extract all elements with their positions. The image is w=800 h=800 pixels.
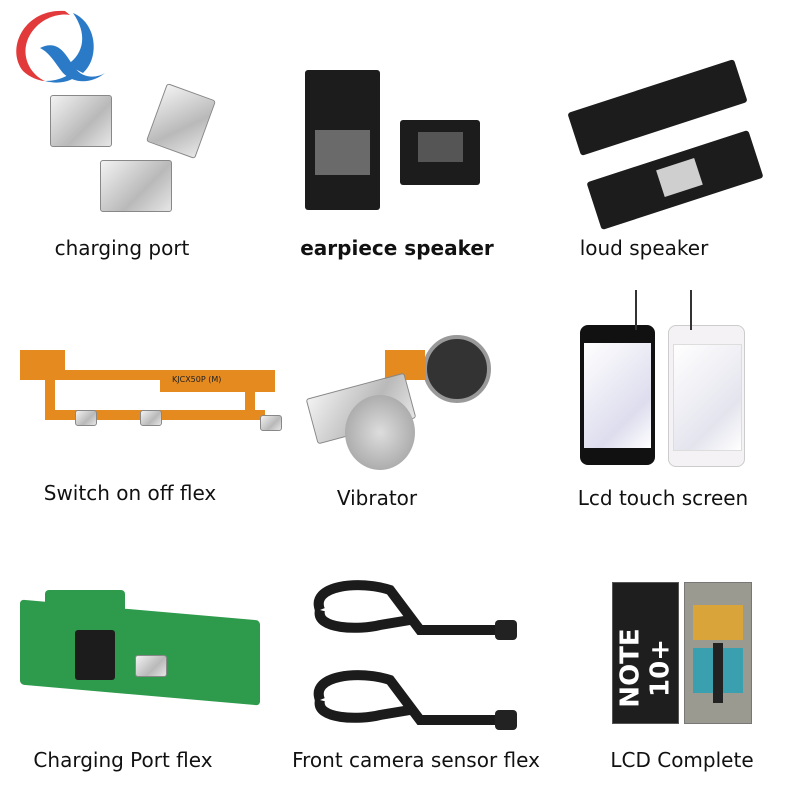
product-vibrator[interactable]	[305, 325, 491, 480]
touch-screen-white-image	[668, 325, 745, 467]
lcd-front-image: NOTE 10+	[612, 582, 679, 724]
product-label: LCD Complete	[610, 748, 754, 772]
product-earpiece-speaker[interactable]	[295, 60, 485, 220]
product-label: Vibrator	[336, 486, 418, 510]
product-camera-flex[interactable]	[300, 570, 530, 740]
charging-port-image-3	[100, 160, 172, 212]
product-lcd-complete[interactable]: NOTE 10+	[612, 580, 752, 725]
product-switch-flex[interactable]: KJCX50P (M)	[15, 340, 290, 440]
vibrator-coin-image	[423, 335, 491, 403]
flex-print: KJCX50P (M)	[160, 370, 275, 392]
vibrator-motor-image	[345, 395, 415, 470]
touch-screen-black-image	[580, 325, 655, 465]
product-label: earpiece speaker	[300, 236, 494, 260]
product-label: Lcd touch screen	[577, 486, 749, 510]
charging-port-image-2	[145, 82, 217, 160]
charging-port-image	[50, 95, 112, 147]
lcd-back-image	[684, 582, 752, 724]
product-charging-port[interactable]	[40, 82, 220, 225]
product-loud-speaker[interactable]	[560, 59, 764, 231]
earpiece-image-2	[400, 120, 480, 185]
product-label: loud speaker	[579, 236, 709, 260]
product-label: charging port	[54, 236, 190, 260]
product-label: Switch on off flex	[43, 481, 217, 505]
lcd-screen-text: NOTE 10+	[615, 628, 676, 708]
product-charging-port-flex[interactable]	[15, 585, 265, 706]
earpiece-image	[305, 70, 380, 210]
product-label: Front camera sensor flex	[292, 748, 540, 772]
product-touch-screen[interactable]	[570, 285, 750, 470]
brand-logo-icon	[16, 10, 105, 83]
product-label: Charging Port flex	[33, 748, 213, 772]
